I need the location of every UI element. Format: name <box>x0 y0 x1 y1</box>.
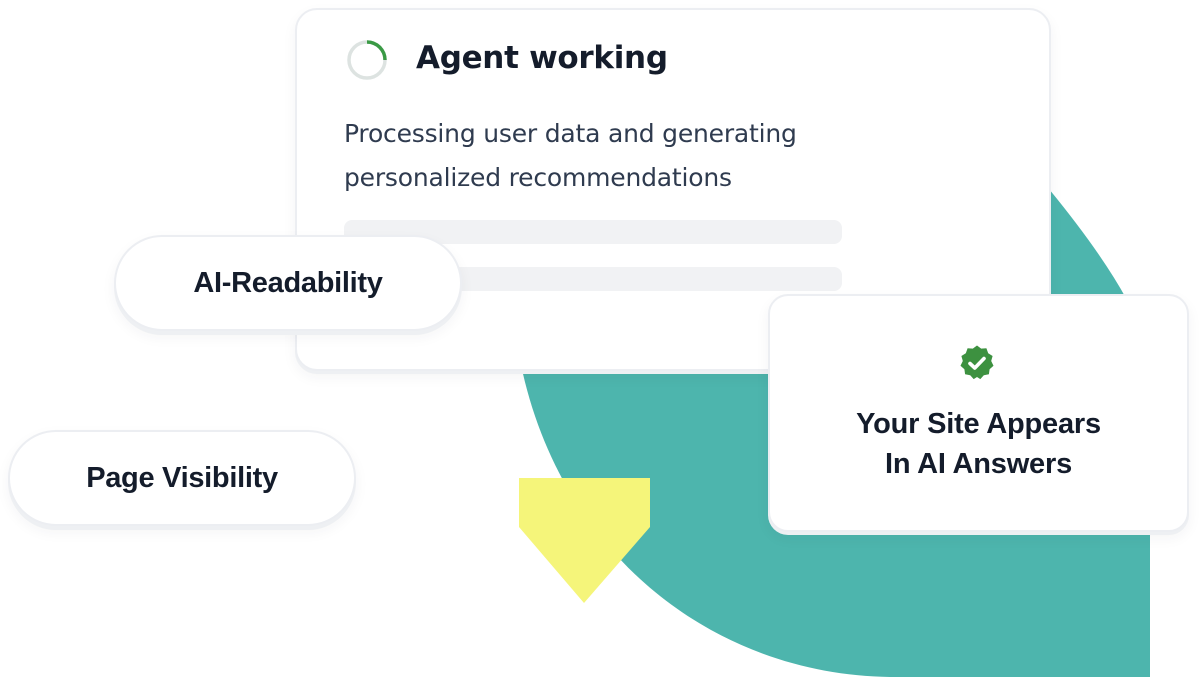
result-line-2: In AI Answers <box>884 448 1073 480</box>
verified-check-icon <box>960 345 994 380</box>
result-line-1: Your Site Appears <box>856 408 1101 440</box>
page-visibility-pill: Page Visibility <box>8 430 356 526</box>
yellow-pentagon-shape <box>519 478 650 603</box>
result-card <box>768 294 1189 532</box>
ai-readability-label: AI-Readability <box>193 266 383 299</box>
ai-readability-pill: AI-Readability <box>114 235 462 331</box>
agent-status-title: Agent working <box>416 40 668 76</box>
result-message: Your Site Appears In AI Answers <box>768 404 1189 484</box>
page-visibility-label: Page Visibility <box>86 461 278 494</box>
loading-spinner-icon <box>347 40 387 80</box>
agent-status-description: Processing user data and generating pers… <box>344 119 797 192</box>
